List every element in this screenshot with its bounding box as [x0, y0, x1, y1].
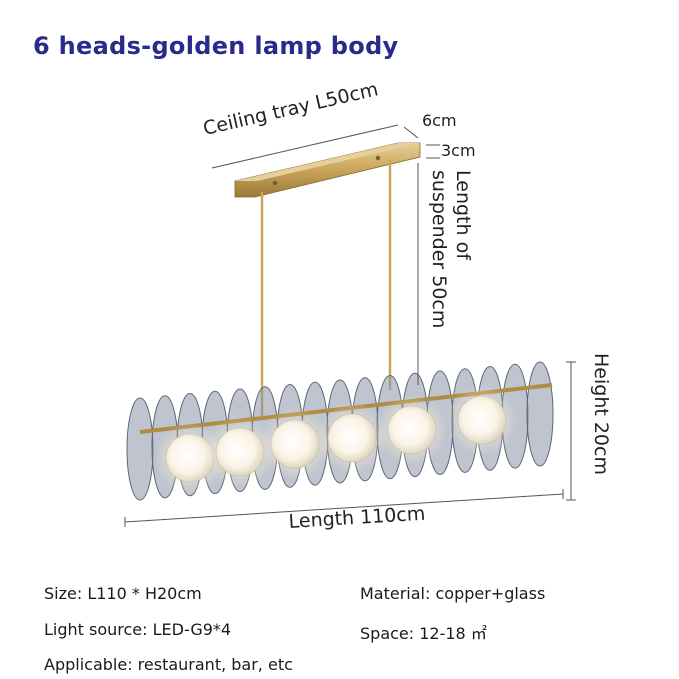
spec-material: Material: copper+glass	[360, 584, 546, 603]
spec-light-source: Light source: LED-G9*4	[44, 620, 232, 639]
bulb	[457, 395, 507, 445]
spec-size: Size: L110 * H20cm	[44, 584, 202, 603]
tray-depth-label: 6cm	[422, 111, 457, 130]
tray-thickness-label: 3cm	[441, 141, 476, 160]
bulb	[215, 427, 265, 477]
suspender-label-line1: Length of	[452, 170, 474, 260]
spec-space: Space: 12-18 ㎡	[360, 624, 487, 643]
suspender-label-line2: suspender 50cm	[428, 170, 450, 329]
glass-disc	[126, 397, 154, 501]
suspender-rods	[260, 160, 392, 420]
product-title: 6 heads-golden lamp body	[33, 32, 399, 60]
bulb	[327, 413, 377, 463]
dimension-lines	[124, 124, 576, 527]
lamp-illustration	[124, 124, 576, 527]
bulb	[270, 419, 320, 469]
glass-disc	[526, 361, 554, 467]
height-label: Height 20cm	[590, 353, 612, 475]
lamp-body	[126, 361, 554, 501]
spec-applicable: Applicable: restaurant, bar, etc	[44, 655, 293, 674]
bulb	[387, 405, 437, 455]
ceiling-tray	[234, 142, 421, 198]
